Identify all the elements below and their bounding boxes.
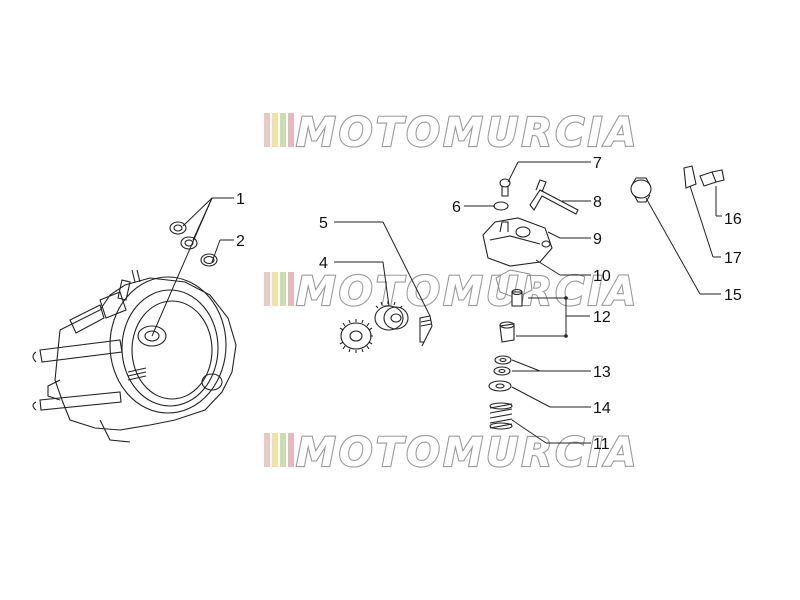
watermark-bottom: MOTOMURCIA xyxy=(264,429,639,477)
callout-2: 2 xyxy=(236,233,245,250)
callout-13: 13 xyxy=(593,364,611,381)
oil-pump-assembly xyxy=(482,217,553,267)
callout-10: 10 xyxy=(593,268,611,285)
o-ring-seal xyxy=(200,253,218,267)
hex-bolt xyxy=(699,169,725,187)
spring-washer xyxy=(488,380,512,392)
leader-lines xyxy=(151,161,722,444)
pump-screw xyxy=(499,178,511,197)
delivery-pipe xyxy=(529,179,579,215)
pump-body xyxy=(495,269,533,299)
callout-11: 11 xyxy=(593,436,610,453)
bracket-dots xyxy=(564,296,568,338)
callout-4: 4 xyxy=(319,255,328,272)
watermark-text: MOTOMURCIA xyxy=(296,269,639,315)
oil-seal-pair xyxy=(169,221,198,250)
watermark-middle: MOTOMURCIA xyxy=(264,268,639,316)
callout-16: 16 xyxy=(724,211,742,228)
callout-8: 8 xyxy=(593,194,602,211)
valve-pins xyxy=(499,288,523,343)
watermark-stripes xyxy=(264,433,294,467)
callout-17: 17 xyxy=(724,250,742,267)
watermark-text: MOTOMURCIA xyxy=(296,110,639,156)
watermark-text: MOTOMURCIA xyxy=(296,430,639,476)
driven-gear xyxy=(339,319,373,353)
pump-shaft xyxy=(419,315,433,347)
watermark-stripes xyxy=(264,272,294,306)
o-ring-small xyxy=(493,201,509,211)
callout-9: 9 xyxy=(593,231,602,248)
callout-12: 12 xyxy=(593,309,611,326)
callout-14: 14 xyxy=(593,400,611,417)
watermark-top: MOTOMURCIA xyxy=(264,109,639,157)
callout-15: 15 xyxy=(724,287,742,304)
pressure-spring xyxy=(489,402,513,430)
callout-labels: 1 2 4 5 6 7 8 9 10 11 12 13 14 15 16 17 xyxy=(236,155,742,453)
crankcase-housing xyxy=(32,269,237,443)
callout-5: 5 xyxy=(319,215,328,232)
callout-7: 7 xyxy=(593,155,602,172)
oil-pressure-switch xyxy=(630,177,652,203)
watermark-stripes xyxy=(264,113,294,147)
clip-plate xyxy=(683,165,697,189)
shim-washers xyxy=(493,355,512,376)
callout-6: 6 xyxy=(452,199,461,216)
callout-1: 1 xyxy=(236,191,245,208)
